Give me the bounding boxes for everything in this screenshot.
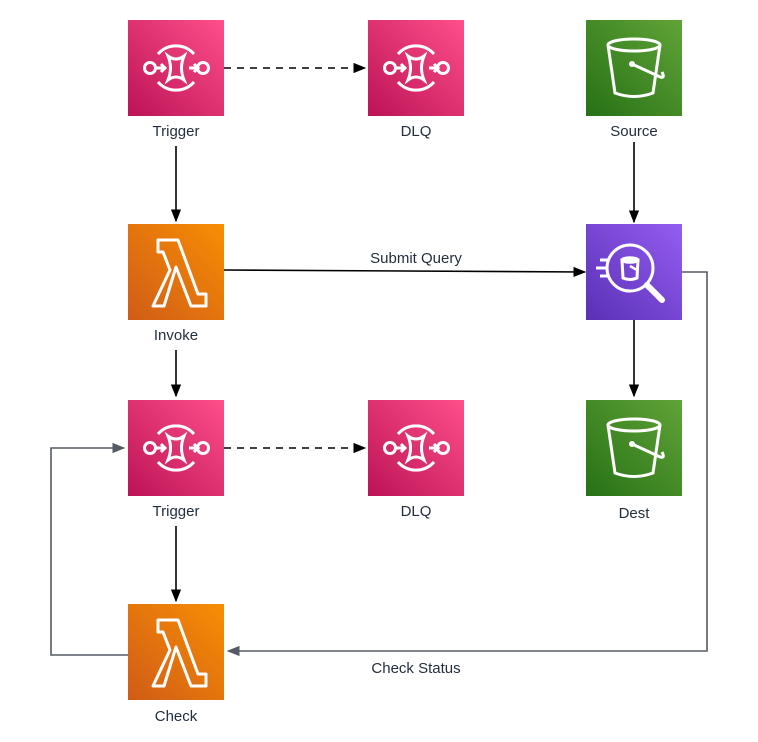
node-dlq-1[interactable]: DLQ [368, 20, 464, 140]
edge-athena-check [226, 271, 708, 657]
edge-invoke-athena [223, 266, 587, 278]
edge-label-submit-query: Submit Query [370, 250, 462, 267]
node-dest-bucket[interactable]: Dest [586, 400, 682, 522]
node-label: DLQ [401, 123, 432, 140]
edge-check-trigger2 [50, 442, 128, 656]
node-label: Source [610, 123, 658, 140]
node-trigger-1[interactable]: Trigger [128, 20, 224, 142]
node-dlq-2[interactable]: DLQ [368, 400, 464, 520]
node-label: Trigger [153, 123, 200, 140]
node-label: DLQ [401, 503, 432, 520]
node-label: Invoke [154, 327, 198, 344]
node-trigger-2[interactable]: Trigger [128, 400, 224, 522]
node-label: Dest [619, 505, 651, 522]
node-invoke-lambda[interactable]: Invoke [128, 224, 224, 346]
edge-label-check-status: Check Status [371, 660, 460, 677]
node-athena[interactable] [586, 224, 682, 320]
node-label: Check [155, 708, 198, 725]
node-label: Trigger [153, 503, 200, 520]
node-check-lambda[interactable]: Check [128, 604, 224, 725]
edges [50, 62, 708, 657]
node-source-bucket[interactable]: Source [586, 20, 682, 142]
